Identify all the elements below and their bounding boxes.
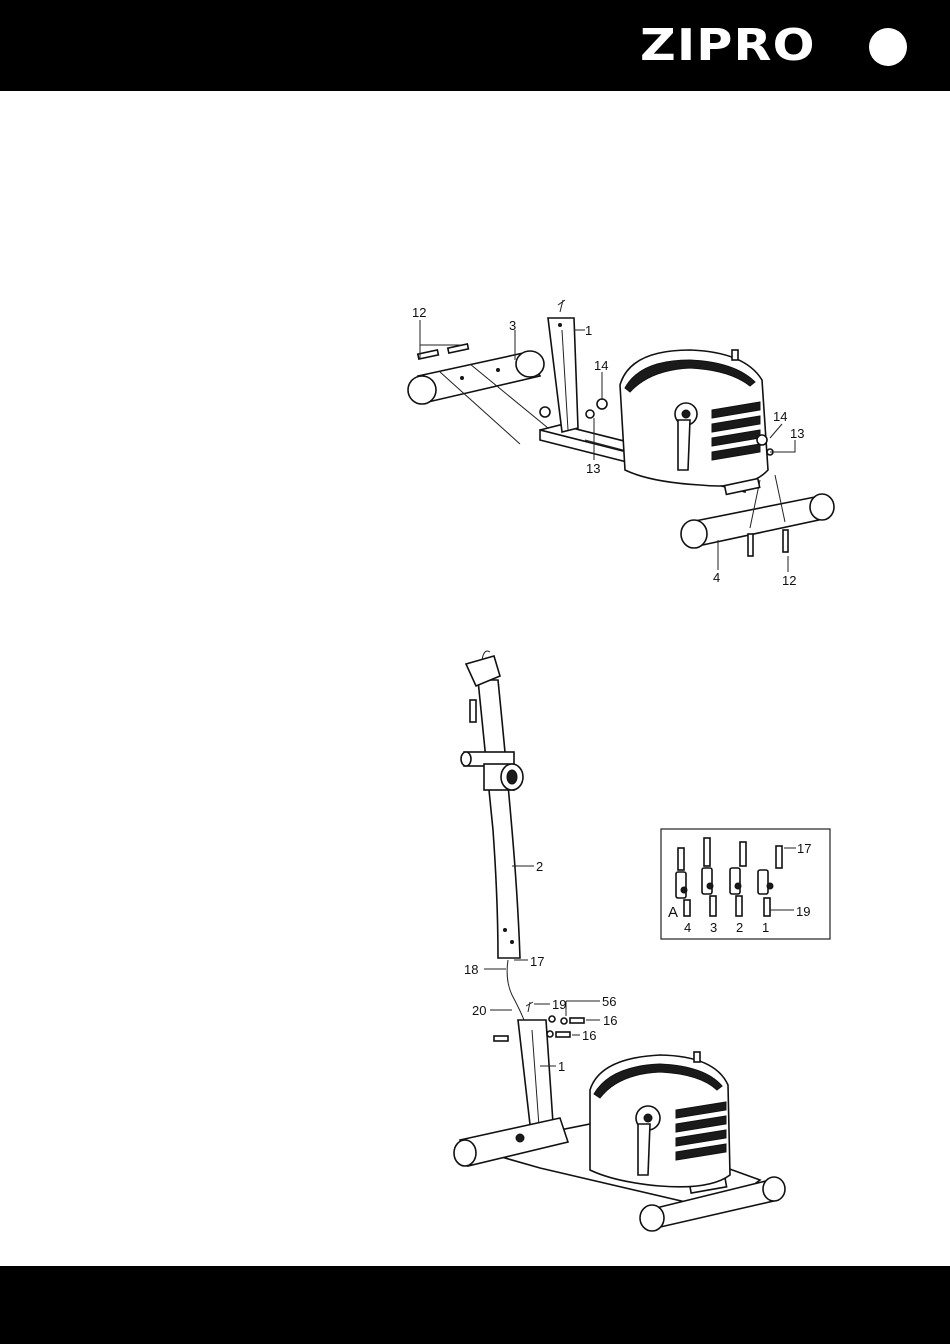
callout-3: 3: [509, 318, 516, 333]
assembly-figure-step2: 2 17 18 20 19 56 16 16 1: [454, 651, 785, 1231]
callout-16: 16: [582, 1028, 596, 1043]
callout-14: 14: [773, 409, 787, 424]
callout-12: 12: [782, 573, 796, 588]
inset-callout-17: 17: [797, 841, 811, 856]
cable-connection-inset: A 17 19 4 3 2 1: [661, 829, 830, 939]
callout-14: 14: [594, 358, 608, 373]
inset-letter: A: [668, 904, 678, 921]
callout-17: 17: [530, 954, 544, 969]
callout-56: 56: [602, 994, 616, 1009]
tension-cable: [507, 960, 524, 1020]
flywheel-housing-lower: [590, 1052, 730, 1187]
inset-step-label: 1: [762, 920, 769, 935]
callout-13: 13: [586, 461, 600, 476]
inset-callout-19: 19: [796, 904, 810, 919]
page-footer: [0, 1266, 950, 1344]
assembly-figure-step1: 12 3 1 14 13 14 13 4 12: [408, 300, 834, 588]
inset-step-label: 2: [736, 920, 743, 935]
callout-18: 18: [464, 962, 478, 977]
callout-20: 20: [472, 1003, 486, 1018]
callout-4: 4: [713, 570, 720, 585]
callout-16: 16: [603, 1013, 617, 1028]
inset-step-label: 4: [684, 920, 691, 935]
callout-1: 1: [558, 1059, 565, 1074]
flywheel-housing: [620, 350, 768, 486]
callout-2: 2: [536, 859, 543, 874]
callout-13: 13: [790, 426, 804, 441]
callout-1: 1: [585, 323, 592, 338]
front-stabilizer-3: [408, 351, 548, 444]
upright-post-1: [548, 300, 578, 432]
callout-19: 19: [552, 997, 566, 1012]
handlebar-column-2: [461, 651, 523, 958]
callout-12: 12: [412, 305, 426, 320]
inset-step-label: 3: [710, 920, 717, 935]
